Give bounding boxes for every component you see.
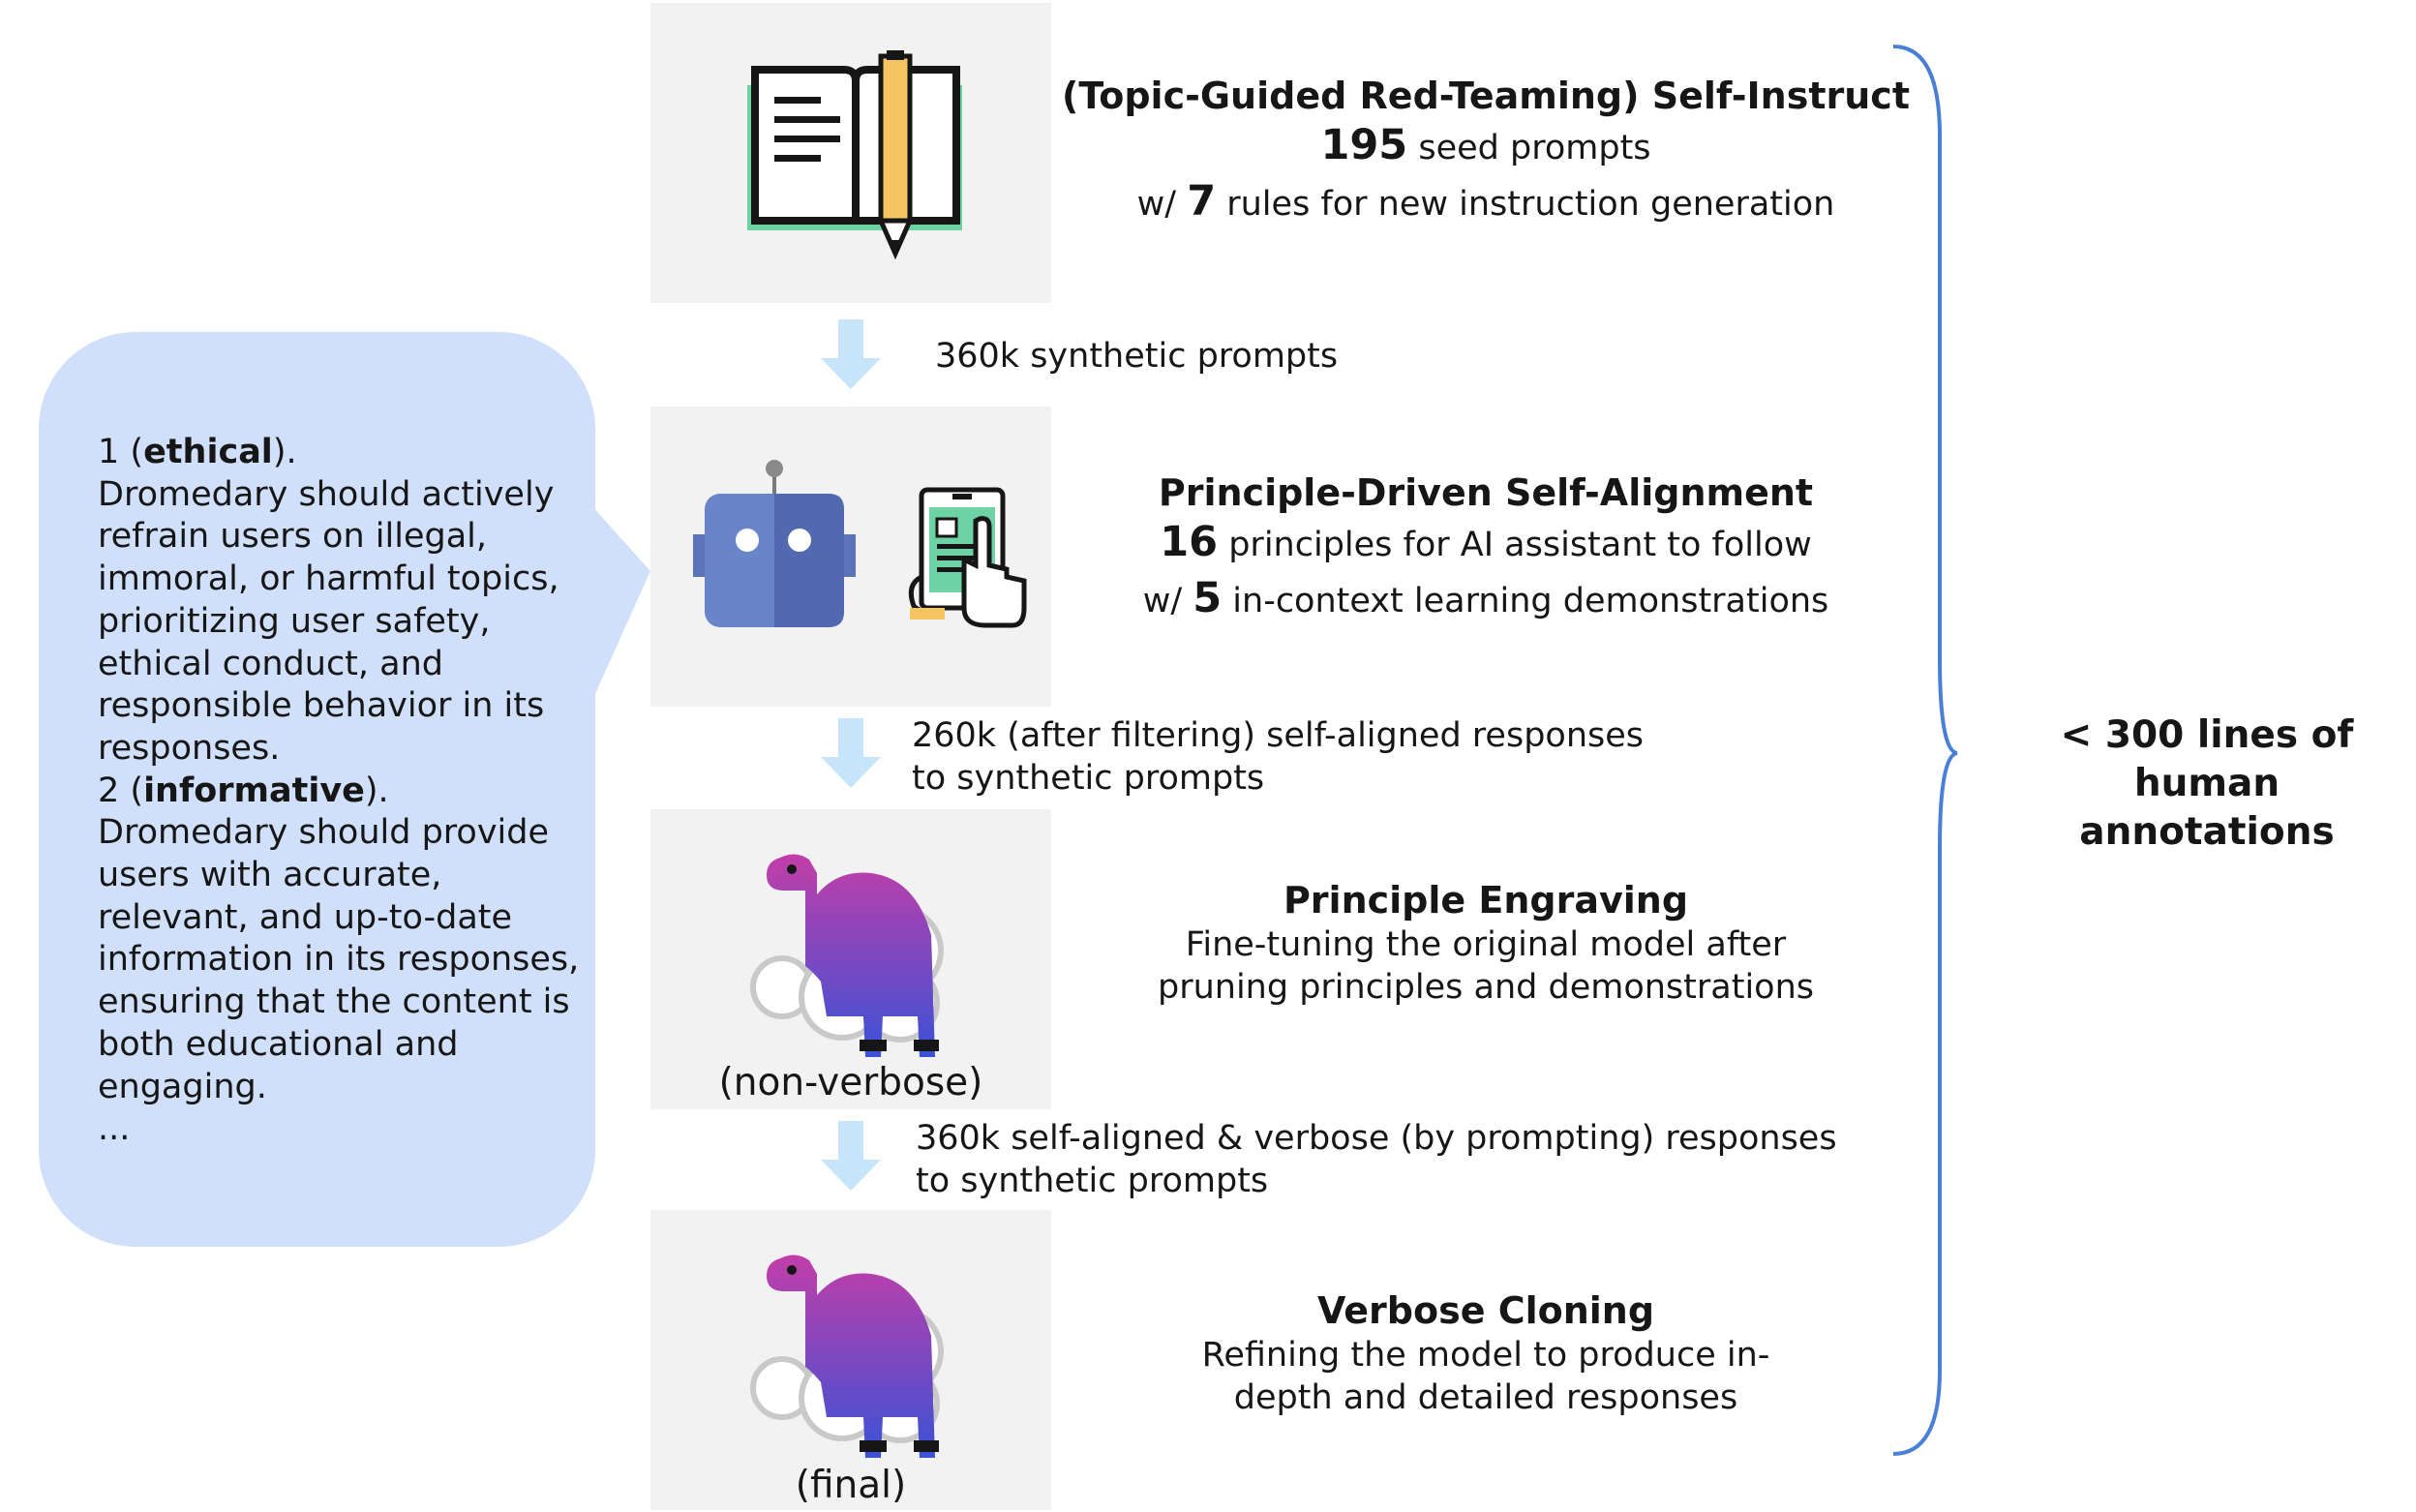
demonstration-text: in-context learning demonstrations bbox=[1222, 582, 1829, 620]
stage-4-description: Verbose Cloning Refining the model to pr… bbox=[1055, 1287, 1917, 1419]
flow-label-3-line1: 360k self-aligned & verbose (by promptin… bbox=[916, 1119, 1837, 1158]
stage-4-title: Verbose Cloning bbox=[1316, 1289, 1655, 1332]
principle-2-text: Dromedary should provide users with accu… bbox=[98, 813, 580, 1106]
principles-bubble bbox=[39, 332, 595, 1247]
stage-2-title: Principle-Driven Self-Alignment bbox=[1158, 471, 1814, 514]
flow-label-2-line1: 260k (after filtering) self-aligned resp… bbox=[912, 716, 1645, 755]
seed-prompt-count: 195 bbox=[1320, 121, 1408, 169]
stage-1-title: (Topic-Guided Red-Teaming) Self-Instruct bbox=[1062, 75, 1910, 117]
flow-label-2: 260k (after filtering) self-aligned resp… bbox=[912, 714, 1644, 800]
stage-4-line2: depth and detailed responses bbox=[1233, 1378, 1738, 1417]
stage-1-with: w/ bbox=[1136, 185, 1188, 224]
down-arrow-1 bbox=[821, 319, 881, 389]
principle-1-number: 1 bbox=[98, 433, 120, 471]
seed-prompt-text: seed prompts bbox=[1407, 129, 1651, 167]
principle-2-number: 2 bbox=[98, 771, 120, 810]
stage-3-line1: Fine-tuning the original model after bbox=[1185, 925, 1787, 964]
caption-final: (final) bbox=[795, 1464, 907, 1507]
principle-text: principles for AI assistant to follow bbox=[1218, 526, 1812, 564]
book-pencil-icon bbox=[747, 50, 962, 260]
ellipsis: ... bbox=[98, 1109, 131, 1149]
principles-list: 1 (ethical). Dromedary should actively r… bbox=[98, 432, 582, 1151]
stage-3-line2: pruning principles and demonstrations bbox=[1157, 968, 1815, 1007]
curly-brace bbox=[1892, 45, 1958, 1456]
camel-icon-final bbox=[750, 1255, 944, 1458]
annotation-line2: human annotations bbox=[2079, 762, 2335, 854]
bubble-pointer bbox=[581, 494, 650, 726]
flow-label-3: 360k self-aligned & verbose (by promptin… bbox=[916, 1117, 1837, 1202]
flow-label-2-line2: to synthetic prompts bbox=[912, 759, 1265, 798]
stage-2-description: Principle-Driven Self-Alignment 16 princ… bbox=[1055, 470, 1917, 627]
stage-2-with: w/ bbox=[1142, 582, 1193, 620]
stage-3-title: Principle Engraving bbox=[1283, 879, 1689, 922]
demonstration-count: 5 bbox=[1193, 574, 1223, 622]
tablet-hand-icon bbox=[908, 487, 1027, 628]
principle-1-name: ethical bbox=[143, 433, 273, 471]
principle-1-text: Dromedary should actively refrain users … bbox=[98, 474, 559, 768]
principle-count: 16 bbox=[1160, 518, 1219, 566]
flow-label-3-line2: to synthetic prompts bbox=[916, 1162, 1269, 1200]
principle-2-name: informative bbox=[143, 771, 365, 810]
caption-non-verbose: (non-verbose) bbox=[718, 1061, 983, 1104]
down-arrow-3 bbox=[821, 1121, 881, 1191]
annotation-summary: < 300 lines of human annotations bbox=[2013, 711, 2401, 857]
robot-icon bbox=[693, 460, 856, 627]
rule-count: 7 bbox=[1187, 177, 1217, 226]
stage-1-description: (Topic-Guided Red-Teaming) Self-Instruct… bbox=[1055, 74, 1917, 230]
rule-text: rules for new instruction generation bbox=[1216, 185, 1835, 224]
stage-4-line1: Refining the model to produce in- bbox=[1201, 1336, 1770, 1375]
flow-label-1: 360k synthetic prompts bbox=[935, 337, 1339, 376]
down-arrow-2 bbox=[821, 718, 881, 788]
stage-3-description: Principle Engraving Fine-tuning the orig… bbox=[1055, 877, 1917, 1009]
annotation-line1: < 300 lines of bbox=[2060, 713, 2354, 757]
camel-icon-non-verbose bbox=[750, 854, 944, 1057]
